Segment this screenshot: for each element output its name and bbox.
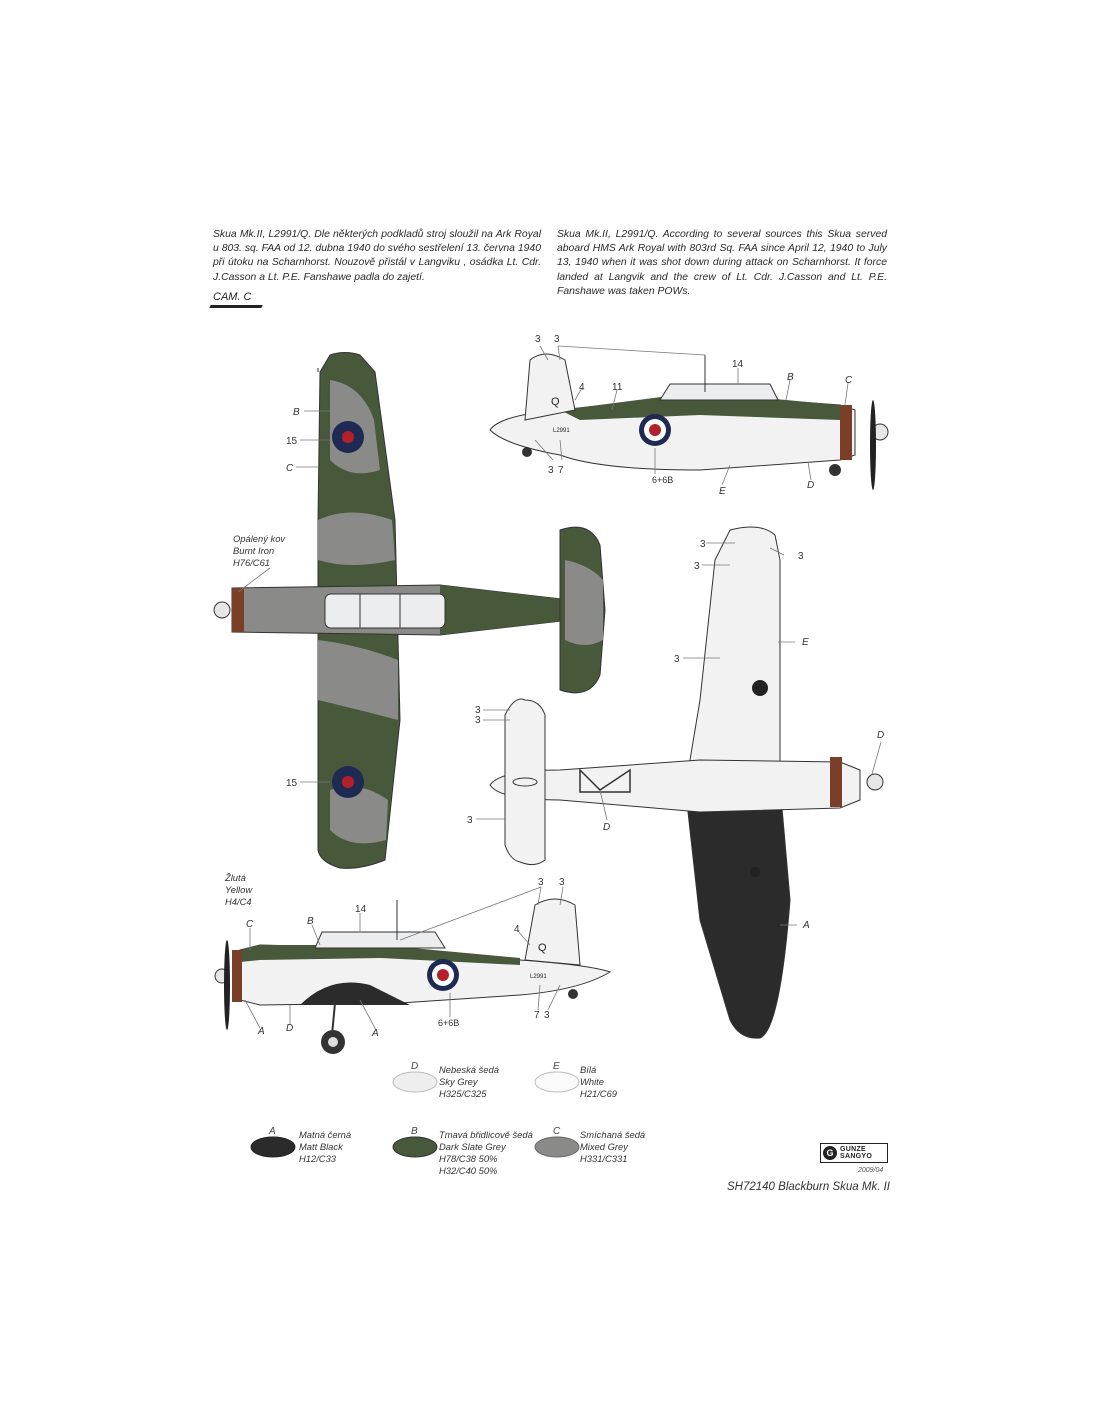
swatch-e-letter: E	[553, 1061, 560, 1072]
bottom-callout-3b: 3	[798, 551, 804, 562]
side-left-callout-a1: A	[257, 1026, 265, 1037]
bottom-callout-d: D	[603, 822, 610, 833]
side-right-callout-10: 6+6B	[652, 475, 673, 485]
side-left-serial: L2991	[530, 974, 547, 980]
side-right-callout-9: 7	[558, 465, 564, 476]
burnt-iron-note: Opálený kov Burnt Iron H76/C61	[233, 533, 285, 569]
top-view-label-15b: 15	[286, 778, 298, 789]
swatch-d-en: Sky Grey	[439, 1076, 478, 1087]
swatch-d-cz: Nebeská šedá	[439, 1064, 499, 1075]
swatch-d-code: H325/C325	[439, 1088, 487, 1099]
burnt-iron-en: Burnt Iron	[233, 545, 275, 556]
side-left-callout-c: C	[246, 919, 254, 930]
swatch-b-letter: B	[411, 1126, 418, 1137]
logo-mark-icon: G	[823, 1146, 837, 1160]
bottom-callout-d-right: D	[877, 730, 884, 741]
description-czech: Skua Mk.II, L2991/Q. Dle některých podkl…	[213, 229, 541, 283]
burnt-iron-code: H76/C61	[233, 557, 271, 568]
side-right-serial: L2991	[553, 428, 570, 434]
bottom-callout-3f: 3	[475, 715, 481, 726]
swatch-dark-slate-grey	[392, 1136, 438, 1158]
side-right-callout-2: 3	[554, 334, 560, 345]
side-left-callout-3a: 3	[538, 877, 544, 888]
swatch-e-cz: Bílá	[580, 1064, 597, 1075]
swatch-d-letter: D	[411, 1061, 419, 1072]
swatch-a-text: Matná černá Matt Black H12/C33	[299, 1129, 351, 1165]
swatch-a-cz: Matná černá	[299, 1129, 352, 1140]
side-view-left-aircraft: Q L2991	[214, 898, 612, 1054]
yellow-code: H4/C4	[225, 896, 252, 907]
swatch-a-en: Matt Black	[299, 1141, 343, 1152]
side-right-callout-12: D	[807, 480, 814, 491]
side-left-callout-14: 14	[355, 904, 367, 915]
side-right-callout-6: B	[787, 372, 794, 383]
yellow-note: Žlutá Yellow H4/C4	[225, 872, 252, 908]
bottom-callout-3d: 3	[674, 654, 680, 665]
swatch-e-en: White	[580, 1076, 604, 1087]
swatch-c-text: Smíchaná šedá Mixed Grey H331/C331	[580, 1129, 645, 1165]
bottom-callout-3g: 3	[467, 815, 473, 826]
swatch-matt-black	[250, 1136, 296, 1158]
swatch-a-code: H12/C33	[299, 1153, 337, 1164]
description-english: Skua Mk.II, L2991/Q. According to severa…	[557, 229, 887, 297]
side-right-callout-5: 14	[732, 359, 744, 370]
top-view-label-c: C	[286, 463, 294, 474]
swatch-d-text: Nebeská šedá Sky Grey H325/C325	[439, 1064, 499, 1100]
top-view-aircraft	[213, 352, 606, 869]
side-left-callout-3c: 3	[544, 1010, 550, 1021]
top-view-label-15a: 15	[286, 436, 298, 447]
side-left-callout-d: D	[286, 1023, 293, 1034]
side-right-callout-3: 4	[579, 382, 585, 393]
side-view-right-aircraft: Q L2991	[489, 353, 889, 490]
logo-line-2: SANGYO	[840, 1153, 873, 1160]
bottom-callout-e: E	[802, 637, 809, 648]
swatch-a-letter: A	[269, 1126, 276, 1137]
burnt-iron-cz: Opálený kov	[233, 533, 286, 544]
kit-title: SH72140 Blackburn Skua Mk. II	[727, 1181, 890, 1193]
side-right-callout-4: 11	[612, 382, 623, 393]
bottom-callout-3c: 3	[694, 561, 700, 572]
swatch-mixed-grey	[534, 1136, 580, 1158]
side-right-callout-11: E	[719, 486, 726, 497]
side-left-callout-code-bottom: 6+6B	[438, 1018, 459, 1028]
camouflage-label: CAM. C	[213, 291, 252, 303]
swatch-c-cz: Smíchaná šedá	[580, 1129, 646, 1140]
swatch-c-en: Mixed Grey	[580, 1141, 628, 1152]
bottom-callout-3e: 3	[475, 705, 481, 716]
print-date: 2009/04	[858, 1167, 884, 1174]
swatch-b-en: Dark Slate Grey	[439, 1141, 506, 1152]
side-left-callout-b: B	[307, 916, 314, 927]
swatch-c-code: H331/C331	[580, 1153, 628, 1164]
logo-text: GUNZE SANGYO	[840, 1146, 872, 1161]
side-left-callout-3b: 3	[559, 877, 565, 888]
side-left-callout-a2: A	[371, 1028, 379, 1039]
side-left-callout-4: 4	[514, 924, 520, 935]
side-left-code: Q	[538, 942, 547, 954]
yellow-cz: Žlutá	[225, 872, 246, 883]
bottom-view-aircraft	[489, 526, 884, 1039]
swatch-b-code: H78/C38 50%	[439, 1153, 498, 1164]
bottom-callout-a: A	[802, 920, 810, 931]
logo-line-1: GUNZE	[840, 1145, 866, 1153]
side-right-callout-7: C	[845, 375, 853, 386]
top-view-label-b: B	[293, 407, 300, 418]
side-left-callout-7: 7	[534, 1010, 540, 1021]
swatch-e-code: H21/C69	[580, 1088, 618, 1099]
swatch-sky-grey	[392, 1071, 438, 1093]
side-right-callout-8: 3	[548, 465, 554, 476]
side-right-callout-1: 3	[535, 334, 541, 345]
swatch-c-letter: C	[553, 1126, 561, 1137]
side-right-code: Q	[551, 396, 560, 408]
gunze-sangyo-logo: G GUNZE SANGYO	[820, 1143, 888, 1163]
swatch-b-cz: Tmavá břidlicově šedá	[439, 1129, 533, 1140]
swatch-b-text: Tmavá břidlicově šedá Dark Slate Grey H7…	[439, 1129, 533, 1177]
bottom-callout-3a: 3	[700, 539, 706, 550]
swatch-e-text: Bílá White H21/C69	[580, 1064, 617, 1100]
yellow-en: Yellow	[225, 884, 253, 895]
swatch-b-code2: H32/C40 50%	[439, 1165, 498, 1176]
swatch-white	[534, 1071, 580, 1093]
